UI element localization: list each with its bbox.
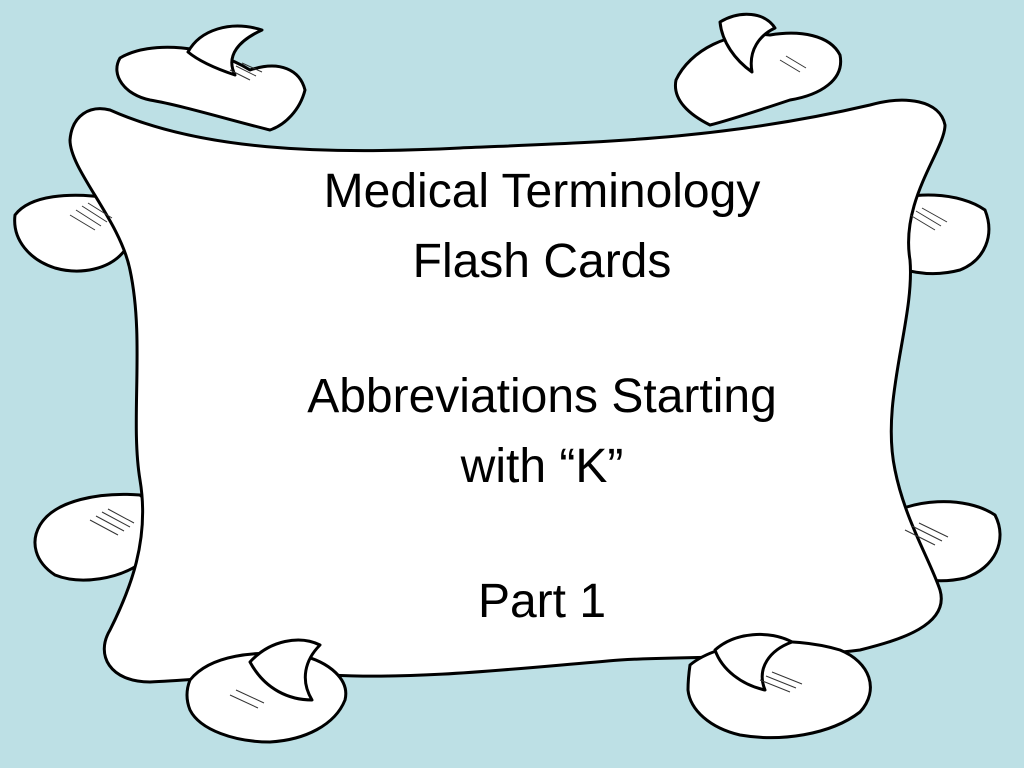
scroll-curl-bottom-right xyxy=(686,640,872,740)
subtitle-line-2: with “K” xyxy=(460,440,624,493)
part-label: Part 1 xyxy=(477,575,607,628)
subtitle-line-1: Abbreviations Starting xyxy=(307,370,777,423)
scroll-curl-top-right xyxy=(673,31,843,127)
title-line-2: Flash Cards xyxy=(412,235,672,288)
title-line-1: Medical Terminology xyxy=(323,165,761,218)
